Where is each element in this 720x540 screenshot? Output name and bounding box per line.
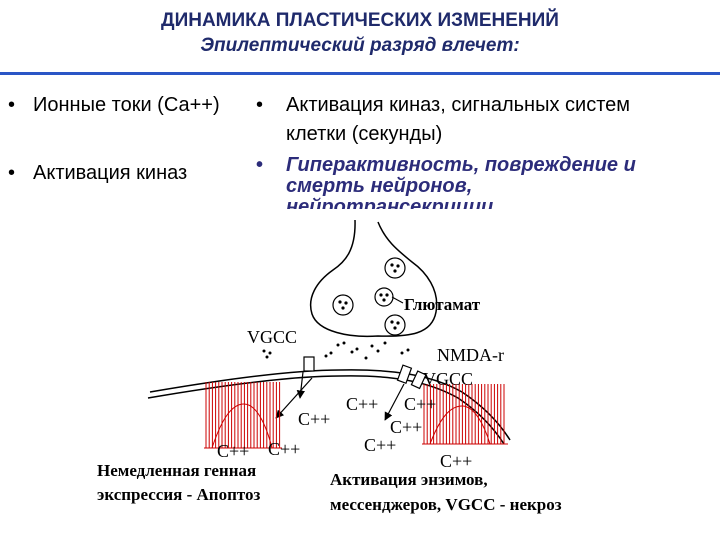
bullet-dot: • [256,94,264,116]
bullet-dot: • [256,154,264,176]
slide-subtitle: Эпилептический разряд влечет: [200,35,520,56]
title-divider [0,72,720,75]
ca-label: C++ [440,451,472,471]
ca-label: C++ [364,435,396,455]
arrow-left-channel [296,371,306,399]
vesicle-dots [338,263,400,330]
ca-label: C++ [298,409,330,429]
caption-right-line2: мессенджеров, VGCC - некроз [330,495,562,514]
caption-left-line2: экспрессия - Апоптоз [97,485,261,504]
vgcc-right-label: VGCC [423,369,473,389]
ca-label: C++ [268,439,300,459]
nmda-label: NMDA-r [437,345,504,365]
right-bullet-2-line3: нейротрансекриции [286,196,494,209]
vgcc-channel-right [410,370,427,390]
right-bullet-2-line2: смерть нейронов, [286,175,473,197]
arrow-left-to-nucleus [275,377,313,419]
nmda-channel [396,364,413,384]
right-bullet-1-line2: клетки (секунды) [286,123,443,145]
synaptic-vesicles [332,257,406,336]
postsynaptic-membrane-lower [147,375,505,445]
presynaptic-terminal [310,219,438,338]
glutamate-label: Глютамат [404,295,481,314]
postsynaptic-membrane-upper [149,369,511,441]
caption-left-line1: Немедленная генная [97,461,256,480]
ca-label: C++ [404,394,436,414]
ca-label: C++ [217,441,249,461]
bullet-dot: • [8,94,16,116]
slide-title: ДИНАМИКА ПЛАСТИЧЕСКИХ ИЗМЕНЕНИЙ [161,10,559,31]
ca-label: C++ [346,394,378,414]
left-bullet-2: Активация киназ [33,162,188,184]
spike-train-right [422,384,508,445]
left-bullet-1: Ионные токи (Са++) [33,94,220,116]
arrow-nmda [384,383,405,421]
clipped-line-wrapper: нейротрансекриции [286,196,586,209]
right-bullet-1-line1: Активация киназ, сигнальных систем [286,94,631,116]
bullet-dot: • [8,162,16,184]
vgcc-channel-left [303,356,315,372]
spike-train-left [204,382,282,449]
ca-label: C++ [390,417,422,437]
right-bullet-2-line1: Гиперактивность, повреждение и [286,154,636,176]
vgcc-left-label: VGCC [247,327,297,347]
released-glutamate [262,341,410,360]
caption-right-line1: Активация энзимов, [330,470,488,489]
